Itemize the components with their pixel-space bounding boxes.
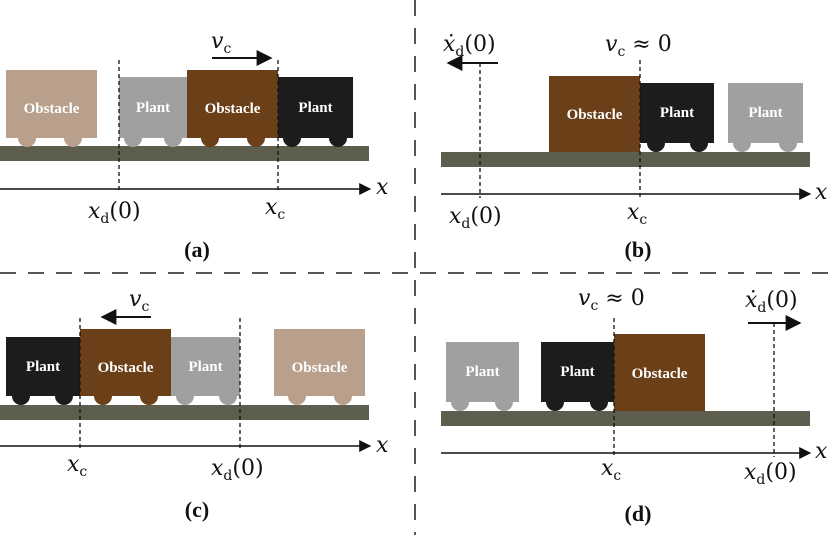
plant-car: Plant <box>171 337 240 405</box>
car-label: Obstacle <box>632 366 688 382</box>
track <box>441 152 810 167</box>
plant-car: Plant <box>446 342 519 411</box>
panel-c: Plant Obstacle Plant Obstacle vc <box>0 287 389 522</box>
track <box>0 146 369 161</box>
vc-approx-zero-label: vc ≈ 0 <box>605 32 672 60</box>
car-label: Plant <box>660 105 694 121</box>
car-label: Obstacle <box>567 107 623 123</box>
x-axis-label: x <box>376 175 389 200</box>
xc-label: xc <box>265 195 285 223</box>
car-label: Plant <box>136 100 170 116</box>
plant-car: Plant <box>728 83 803 152</box>
plant-car: Plant <box>278 77 353 147</box>
x-axis-label: x <box>815 180 828 205</box>
x-axis-label: x <box>815 439 828 464</box>
car-label: Plant <box>748 105 782 121</box>
obstacle-car: Obstacle <box>80 329 171 405</box>
vc-label: vc <box>211 29 231 57</box>
obstacle-car: Obstacle <box>274 329 365 405</box>
xc-label: xc <box>601 456 621 484</box>
xd0-label: xd(0) <box>744 460 797 488</box>
panel-label-a: (a) <box>184 237 210 262</box>
panel-b: Obstacle Plant Plant ẋd(0) vc ≈ 0 x xd(0… <box>441 32 828 262</box>
xd0-label: xd(0) <box>449 204 502 232</box>
panel-label-d: (d) <box>625 501 652 526</box>
obstacle-car: Obstacle <box>6 70 97 147</box>
car-label: Plant <box>188 359 222 375</box>
car-label: Obstacle <box>292 360 348 376</box>
plant-car: Plant <box>640 83 714 152</box>
car-label: Plant <box>26 359 60 375</box>
xd0-dot-label: ẋd(0) <box>443 32 496 60</box>
car-label: Obstacle <box>98 360 154 376</box>
track <box>441 411 810 426</box>
vc-approx-zero-label: vc ≈ 0 <box>578 286 645 314</box>
obstacle-car: Obstacle <box>187 70 278 147</box>
obstacle-car: Obstacle <box>614 334 705 411</box>
xd0-dot-label: ẋd(0) <box>745 288 798 316</box>
car-label: Obstacle <box>24 101 80 117</box>
vc-label: vc <box>129 287 149 315</box>
xc-label: xc <box>67 452 87 480</box>
car-label: Obstacle <box>205 101 261 117</box>
xd0-label: xd(0) <box>211 456 264 484</box>
panel-label-b: (b) <box>625 237 652 262</box>
car-label: Plant <box>298 100 332 116</box>
car-label: Plant <box>465 364 499 380</box>
panel-d: Plant Plant Obstacle vc ≈ 0 ẋd(0) x xc x… <box>441 286 828 526</box>
x-axis-label: x <box>376 433 389 458</box>
xc-label: xc <box>627 200 647 228</box>
car-label: Plant <box>560 364 594 380</box>
panel-a: Obstacle Plant Obstacle Plant vc <box>0 29 389 262</box>
panel-label-c: (c) <box>185 497 209 522</box>
plant-car: Plant <box>119 77 187 147</box>
xd0-label: xd(0) <box>88 199 141 227</box>
plant-car: Plant <box>6 337 80 405</box>
plant-car: Plant <box>541 342 614 411</box>
track <box>0 405 369 420</box>
obstacle-car: Obstacle <box>549 76 640 152</box>
